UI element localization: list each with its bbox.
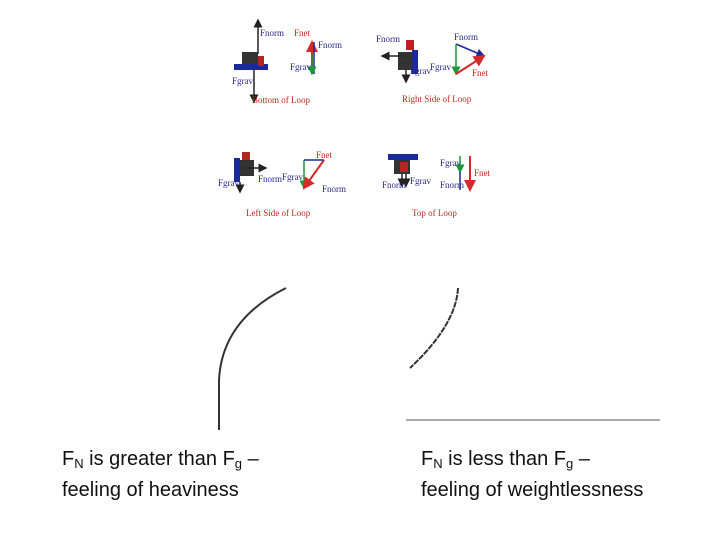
fgrav-vector-label: Fgrav bbox=[282, 172, 303, 182]
weightlessness-caption: FN is less than Fg – feeling of weightle… bbox=[421, 448, 644, 501]
heaviness-caption: FN is greater than Fg – feeling of heavi… bbox=[62, 448, 259, 501]
panel-caption: Bottom of Loop bbox=[252, 95, 310, 105]
bottom-loop-curve bbox=[218, 287, 287, 430]
rider-figure bbox=[234, 52, 268, 70]
fgrav-vector-label: Fgrav bbox=[290, 62, 311, 72]
fnet-vector bbox=[302, 159, 325, 190]
fgrav-label: Fgrav bbox=[218, 178, 239, 188]
fnorm-label: Fnorm bbox=[382, 180, 406, 190]
fnorm-vector-label: Fnorm bbox=[454, 32, 478, 42]
fnorm-vector bbox=[455, 43, 486, 58]
panel-caption: Right Side of Loop bbox=[402, 94, 472, 104]
panel-top-of-loop: Fnorm Fgrav Fgrav Fnorm Fnet Top of Loop bbox=[382, 154, 491, 218]
panel-right-side-of-loop: Fnorm Fgrav Fnorm Fgrav Fnet Right Side … bbox=[376, 32, 489, 104]
fgrav-vector-label: Fgrav bbox=[430, 62, 451, 72]
fnorm-vector-label: Fnorm bbox=[318, 40, 342, 50]
fnorm-label: Fnorm bbox=[260, 28, 284, 38]
fnet-label: Fnet bbox=[316, 150, 333, 160]
fgrav-vector-label: Fgrav bbox=[440, 158, 461, 168]
fnorm-vector-label: Fnorm bbox=[322, 184, 346, 194]
fnorm-label: Fnorm bbox=[258, 174, 282, 184]
rider-figure bbox=[388, 154, 418, 174]
panel-caption: Left Side of Loop bbox=[246, 208, 311, 218]
fgrav-label: Fgrav bbox=[410, 66, 431, 76]
panel-bottom-of-loop: Fnorm Fgrav Fnet Fnorm Fgrav Bottom of L… bbox=[232, 18, 342, 105]
fnet-label: Fnet bbox=[474, 168, 491, 178]
fnet-vector bbox=[455, 54, 486, 75]
top-loop-curve bbox=[409, 287, 459, 369]
fgrav-label: Fgrav bbox=[232, 76, 253, 86]
fnet-label: Fnet bbox=[472, 68, 489, 78]
fgrav-label: Fgrav bbox=[410, 176, 431, 186]
panel-left-side-of-loop: Fgrav Fnorm Fnet Fgrav Fnorm Left Side o… bbox=[218, 150, 346, 218]
panel-caption: Top of Loop bbox=[412, 208, 457, 218]
fnorm-vector-label: Fnorm bbox=[440, 180, 464, 190]
ground-line bbox=[406, 419, 660, 421]
fnet-label: Fnet bbox=[294, 28, 311, 38]
fnorm-label: Fnorm bbox=[376, 34, 400, 44]
